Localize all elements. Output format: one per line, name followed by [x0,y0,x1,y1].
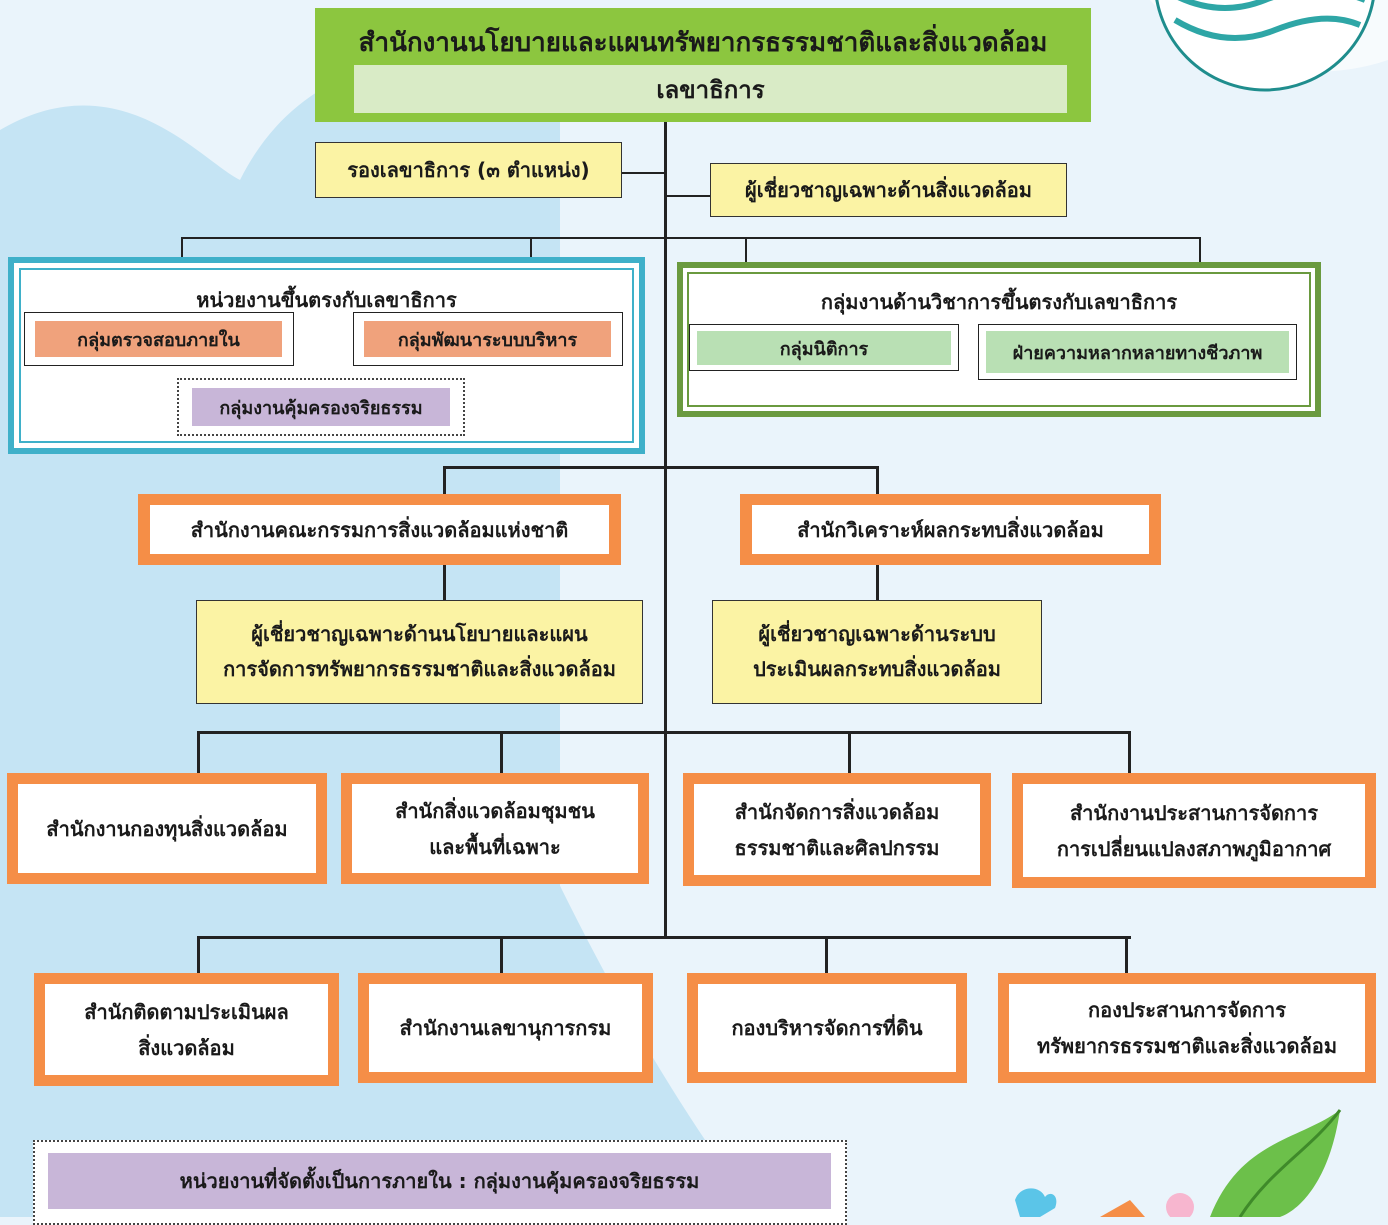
community-office-box: สำนักสิ่งแวดล้อมชุมชน และพื้นที่เฉพาะ [350,782,640,875]
climate-office-line1: สำนักงานประสานการจัดการ [1069,800,1319,825]
leaf-decoration-icon [1210,1109,1342,1217]
eia-expert-line1: ผู้เชี่ยวชาญเฉพาะด้านระบบ [758,622,996,646]
policy-expert-box: ผู้เชี่ยวชาญเฉพาะด้านนโยบายและแผน การจัด… [196,600,643,704]
natural-office-line1: สำนักจัดการสิ่งแวดล้อม [734,799,940,824]
fund-office-box: สำนักงานกองทุนสิ่งแวดล้อม [16,782,318,875]
env-expert-box: ผู้เชี่ยวชาญเฉพาะด้านสิ่งแวดล้อม [710,163,1067,217]
org-title: สำนักงานนโยบายและแผนทรัพยากรธรรมชาติและส… [358,27,1048,58]
natural-office-line2: ธรรมชาติและศิลปกรรม [734,835,940,860]
secretary-general-box: เลขาธิการ [354,65,1067,113]
policy-expert-line1: ผู้เชี่ยวชาญเฉพาะด้านนโยบายและแผน [251,622,588,646]
community-office-line2: และพื้นที่เฉพาะ [429,834,561,859]
legal-box: กลุ่มนิติการ [697,331,951,365]
admin-dev-box: กลุ่มพัฒนาระบบบริหาร [364,321,611,357]
monitor-office-line2: สิ่งแวดล้อม [138,1035,235,1060]
direct-units-title: หน่วยงานขึ้นตรงกับเลขาธิการ [196,288,457,312]
coord-office-line2: ทรัพยากรธรรมชาติและสิ่งแวดล้อม [1037,1034,1337,1058]
flower-icon [1100,1193,1194,1217]
policy-expert-line2: การจัดการทรัพยากรธรรมชาติและสิ่งแวดล้อม [223,657,616,681]
eia-expert-box: ผู้เชี่ยวชาญเฉพาะด้านระบบ ประเมินผลกระทบ… [712,600,1042,704]
secretary-office-box: สำนักงานเลขานุการกรม [367,982,644,1074]
land-office-box: กองบริหารจัดการที่ดิน [696,982,958,1074]
coord-office-box: กองประสานการจัดการ ทรัพยากรธรรมชาติและสิ… [1007,982,1367,1074]
technical-units-title: กลุ่มงานด้านวิชาการขึ้นตรงกับเลขาธิการ [820,290,1178,314]
biodiversity-box: ฝ่ายความหลากหลายทางชีวภาพ [986,331,1289,373]
climate-office-line2: การเปลี่ยนแปลงสภาพภูมิอากาศ [1056,836,1332,861]
coord-office-line1: กองประสานการจัดการ [1087,998,1287,1022]
monitor-office-line1: สำนักติดตามประเมินผล [84,999,289,1024]
natural-office-box: สำนักจัดการสิ่งแวดล้อม ธรรมชาติและศิลปกร… [692,782,982,877]
deputy-box: รองเลขาธิการ (๓ ตำแหน่ง) [315,142,622,198]
climate-office-box: สำนักงานประสานการจัดการ การเปลี่ยนแปลงสภ… [1021,782,1367,879]
footer-note: หน่วยงานที่จัดตั้งเป็นการภายใน : กลุ่มงา… [48,1153,831,1209]
eia-office-box: สำนักวิเคราะห์ผลกระทบสิ่งแวดล้อม [750,503,1151,556]
technical-units-inner-frame [687,272,1311,407]
butterfly-icon [1015,1188,1057,1217]
nec-office-box: สำนักงานคณะกรรมการสิ่งแวดล้อมแห่งชาติ [148,503,611,556]
audit-box: กลุ่มตรวจสอบภายใน [35,321,282,357]
direct-units-inner-frame [19,268,634,443]
monitor-office-box: สำนักติดตามประเมินผล สิ่งแวดล้อม [43,982,330,1077]
ethics-box: กลุ่มงานคุ้มครองจริยธรรม [192,388,450,426]
eia-expert-line2: ประเมินผลกระทบสิ่งแวดล้อม [753,657,1001,681]
community-office-line1: สำนักสิ่งแวดล้อมชุมชน [395,798,595,823]
logo-seal-icon [1155,0,1375,92]
